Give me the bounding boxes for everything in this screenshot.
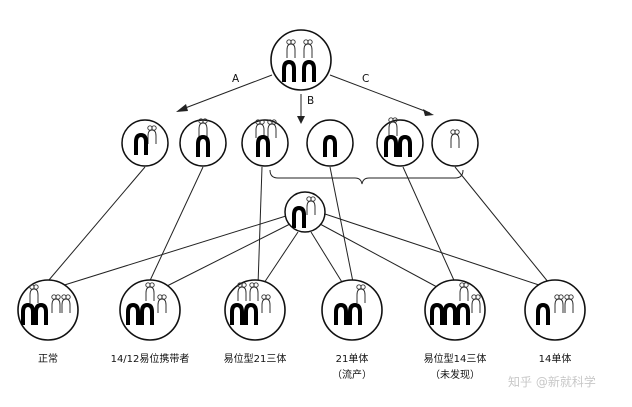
outcome-label-monosomy21: 21单体 xyxy=(336,353,369,365)
gamete-6 xyxy=(432,120,478,166)
outcome-label-monosomy14: 14单体 xyxy=(539,353,572,365)
outcome-label-trisomy14: 易位型14三体 xyxy=(424,352,487,365)
zygote-monosomy14 xyxy=(525,280,585,340)
outcome-label-carrier: 14/12易位携带者 xyxy=(111,352,190,365)
gamete-1 xyxy=(122,120,168,166)
gamete-2 xyxy=(180,119,226,166)
zygote-monosomy21 xyxy=(322,280,382,340)
zygote-trisomy21 xyxy=(225,280,285,340)
partner-gamete xyxy=(285,192,325,232)
gamete-5 xyxy=(377,118,423,166)
outcome-label-normal: 正常 xyxy=(38,352,58,365)
arrow-label-b: B xyxy=(307,95,314,107)
parent-cell xyxy=(271,30,331,90)
watermark: 知乎 @新就科学 xyxy=(508,374,596,389)
gamete-3 xyxy=(242,120,288,166)
arrow-label-c: C xyxy=(362,73,369,85)
arrow-line-c xyxy=(330,75,430,113)
gamete-4 xyxy=(307,120,353,166)
zygote-trisomy14 xyxy=(425,280,485,340)
outcome-label-trisomy21: 易位型21三体 xyxy=(224,352,287,365)
bracket xyxy=(270,170,463,184)
outcome-labels: 正常 14/12易位携带者 易位型21三体 21单体 （流产） 易位型14三体 … xyxy=(38,352,571,381)
connector-lines xyxy=(43,75,553,288)
zygote-normal xyxy=(18,280,78,340)
outcome-sub-trisomy14: （未发现） xyxy=(430,368,480,381)
zygote-carrier xyxy=(120,280,180,340)
arrow-label-a: A xyxy=(232,73,240,85)
arrow-line-a xyxy=(180,75,272,110)
outcome-sub-monosomy21: （流产） xyxy=(332,368,372,381)
